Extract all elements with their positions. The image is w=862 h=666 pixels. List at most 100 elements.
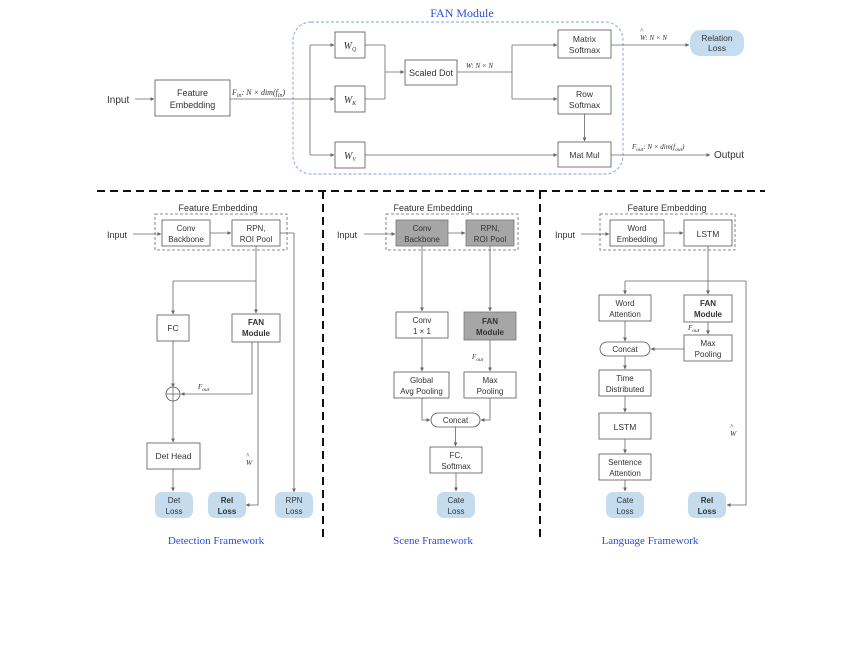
svg-text:Attention: Attention [609, 469, 641, 478]
fan-w-label: W: N × N [466, 62, 493, 70]
scene-rpn-box: RPN, ROI Pool [465, 219, 515, 247]
svg-text:Loss: Loss [698, 507, 717, 516]
svg-text:Cate: Cate [617, 496, 634, 505]
svg-text:Embedding: Embedding [617, 235, 657, 244]
svg-text:Module: Module [694, 310, 723, 319]
svg-text:Module: Module [242, 329, 271, 338]
svg-text:Sentence: Sentence [608, 458, 642, 467]
svg-text:Softmax: Softmax [441, 462, 470, 471]
svg-text:Embedding: Embedding [170, 100, 216, 110]
fan-input-label: Input [107, 95, 129, 106]
svg-text:Rel: Rel [221, 496, 233, 505]
svg-text:RPN: RPN [286, 496, 303, 505]
svg-text:ROI Pool: ROI Pool [240, 235, 273, 244]
fan-row-softmax-box: Row Softmax [557, 85, 612, 115]
svg-text:Relation: Relation [701, 33, 732, 43]
det-caption: Detection Framework [168, 535, 265, 547]
lang-caption: Language Framework [602, 535, 699, 547]
svg-text:Conv: Conv [177, 224, 196, 233]
lang-f-out-label: Fout [687, 324, 700, 334]
det-input-label: Input [107, 230, 128, 240]
svg-text:Conv: Conv [413, 316, 432, 325]
svg-text:Max: Max [482, 376, 497, 385]
svg-text:Loss: Loss [617, 507, 634, 516]
lang-time-distributed-box: Time Distributed [598, 369, 652, 397]
svg-text:Concat: Concat [612, 345, 638, 354]
svg-text:^: ^ [730, 423, 734, 431]
svg-text:Max: Max [700, 339, 715, 348]
svg-text:Loss: Loss [286, 507, 303, 516]
lang-lstm-box: LSTM [598, 412, 652, 440]
svg-text:WV: WV [344, 151, 357, 163]
svg-text:Loss: Loss [218, 507, 237, 516]
det-fe-title: Feature Embedding [178, 203, 257, 213]
svg-text:Fout: Fout [197, 383, 210, 393]
svg-text:Attention: Attention [609, 310, 641, 319]
svg-text:Pooling: Pooling [477, 387, 504, 396]
fan-module-title: FAN Module [430, 6, 493, 20]
svg-text:Avg Pooling: Avg Pooling [400, 387, 443, 396]
fan-f-out-label: Fout: N × dim(fout) [631, 143, 685, 153]
svg-text:Loss: Loss [166, 507, 183, 516]
svg-text:Time: Time [616, 374, 634, 383]
det-sum-node [165, 386, 181, 402]
det-fan-module-box: FAN Module [231, 313, 281, 343]
svg-text:Concat: Concat [443, 416, 469, 425]
svg-text:Rel: Rel [701, 496, 713, 505]
lang-rel-loss: Rel Loss [688, 492, 726, 518]
svg-text:Fout: Fout [471, 353, 484, 363]
svg-text:^: ^ [246, 452, 250, 460]
det-f-out-label: Fout [197, 383, 210, 393]
svg-text:Fin: N × dim(fin): Fin: N × dim(fin) [231, 88, 286, 99]
scene-conv11-box: Conv 1 × 1 [395, 311, 449, 339]
svg-text:Fout: Fout [687, 324, 700, 334]
det-rpn-loss: RPN Loss [275, 492, 313, 518]
fan-wq-box: WQ [334, 31, 366, 59]
det-head-box: Det Head [146, 442, 201, 470]
svg-text:Softmax: Softmax [569, 100, 601, 110]
svg-text:WK: WK [344, 95, 357, 107]
lang-max-pooling-box: Max Pooling [683, 334, 733, 362]
scene-max-pooling-box: Max Pooling [463, 371, 517, 399]
svg-text:Mat Mul: Mat Mul [569, 150, 599, 160]
svg-text:RPN,: RPN, [480, 224, 499, 233]
fan-scaled-dot-box: Scaled Dot [404, 59, 458, 86]
svg-text:FC,: FC, [450, 451, 463, 460]
svg-text:FAN: FAN [248, 318, 264, 327]
svg-text:Distributed: Distributed [606, 385, 644, 394]
svg-text:Matrix: Matrix [573, 34, 597, 44]
svg-text:FAN: FAN [700, 299, 716, 308]
svg-text:W: W [246, 458, 253, 467]
fan-module-boundary [292, 21, 624, 175]
scene-f-out-label: Fout [471, 353, 484, 363]
scene-cate-loss: Cate Loss [437, 492, 475, 518]
fan-mat-mul-box: Mat Mul [557, 141, 612, 168]
fan-wv-box: WV [334, 141, 366, 169]
fan-wk-box: WK [334, 85, 366, 113]
lang-word-attention-box: Word Attention [598, 294, 652, 322]
svg-text:Conv: Conv [413, 224, 432, 233]
lang-fe-boundary [599, 213, 736, 251]
svg-text:Softmax: Softmax [569, 45, 601, 55]
svg-text:Det: Det [168, 496, 181, 505]
svg-text:W: W [730, 429, 737, 438]
svg-text:Fout: N × dim(fout): Fout: N × dim(fout) [631, 143, 685, 153]
svg-text:Cate: Cate [448, 496, 465, 505]
svg-text:Feature: Feature [177, 88, 208, 98]
svg-text:FAN: FAN [482, 317, 498, 326]
fan-relation-loss: Relation Loss [690, 30, 744, 56]
fan-f-in-label: Fin: N × dim(fin) [231, 88, 286, 99]
scene-fc-softmax-box: FC, Softmax [429, 446, 483, 474]
det-loss: Det Loss [155, 492, 193, 518]
svg-text:Scaled Dot: Scaled Dot [409, 68, 454, 78]
lang-input-label: Input [555, 230, 576, 240]
scene-fan-module-box: FAN Module [463, 311, 517, 341]
svg-text:Row: Row [576, 89, 594, 99]
svg-text:Loss: Loss [708, 43, 726, 53]
svg-text:Loss: Loss [448, 507, 465, 516]
det-conv-backbone-box: Conv Backbone [161, 219, 211, 247]
svg-text:LSTM: LSTM [614, 422, 637, 432]
svg-text:Backbone: Backbone [168, 235, 204, 244]
lang-w-hat-label: W ^ [730, 423, 737, 438]
